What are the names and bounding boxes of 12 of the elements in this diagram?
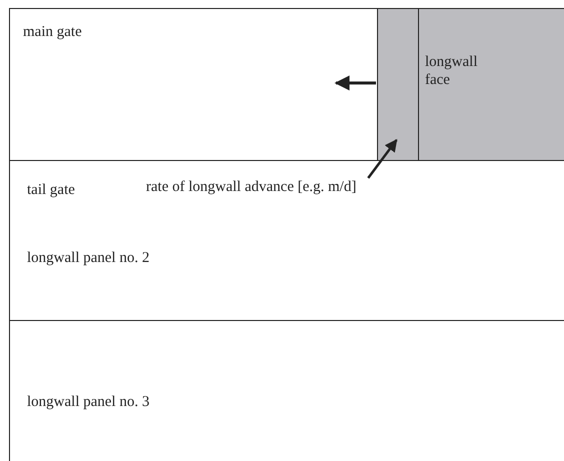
panel-label: longwall panel no. 3	[27, 393, 150, 411]
gate-label: tail gate	[27, 181, 75, 199]
panel-band	[9, 320, 564, 461]
panel-label: longwall panel no. 2	[27, 249, 150, 267]
face-label: longwall face	[425, 53, 478, 89]
leader-line	[367, 139, 398, 179]
panel-band	[9, 160, 564, 320]
gate-label: main gate	[23, 23, 82, 41]
mined-area	[418, 9, 564, 161]
panel-band	[9, 8, 564, 160]
leader-text: rate of longwall advance [e.g. m/d]	[146, 179, 356, 196]
face-strip	[377, 9, 418, 161]
